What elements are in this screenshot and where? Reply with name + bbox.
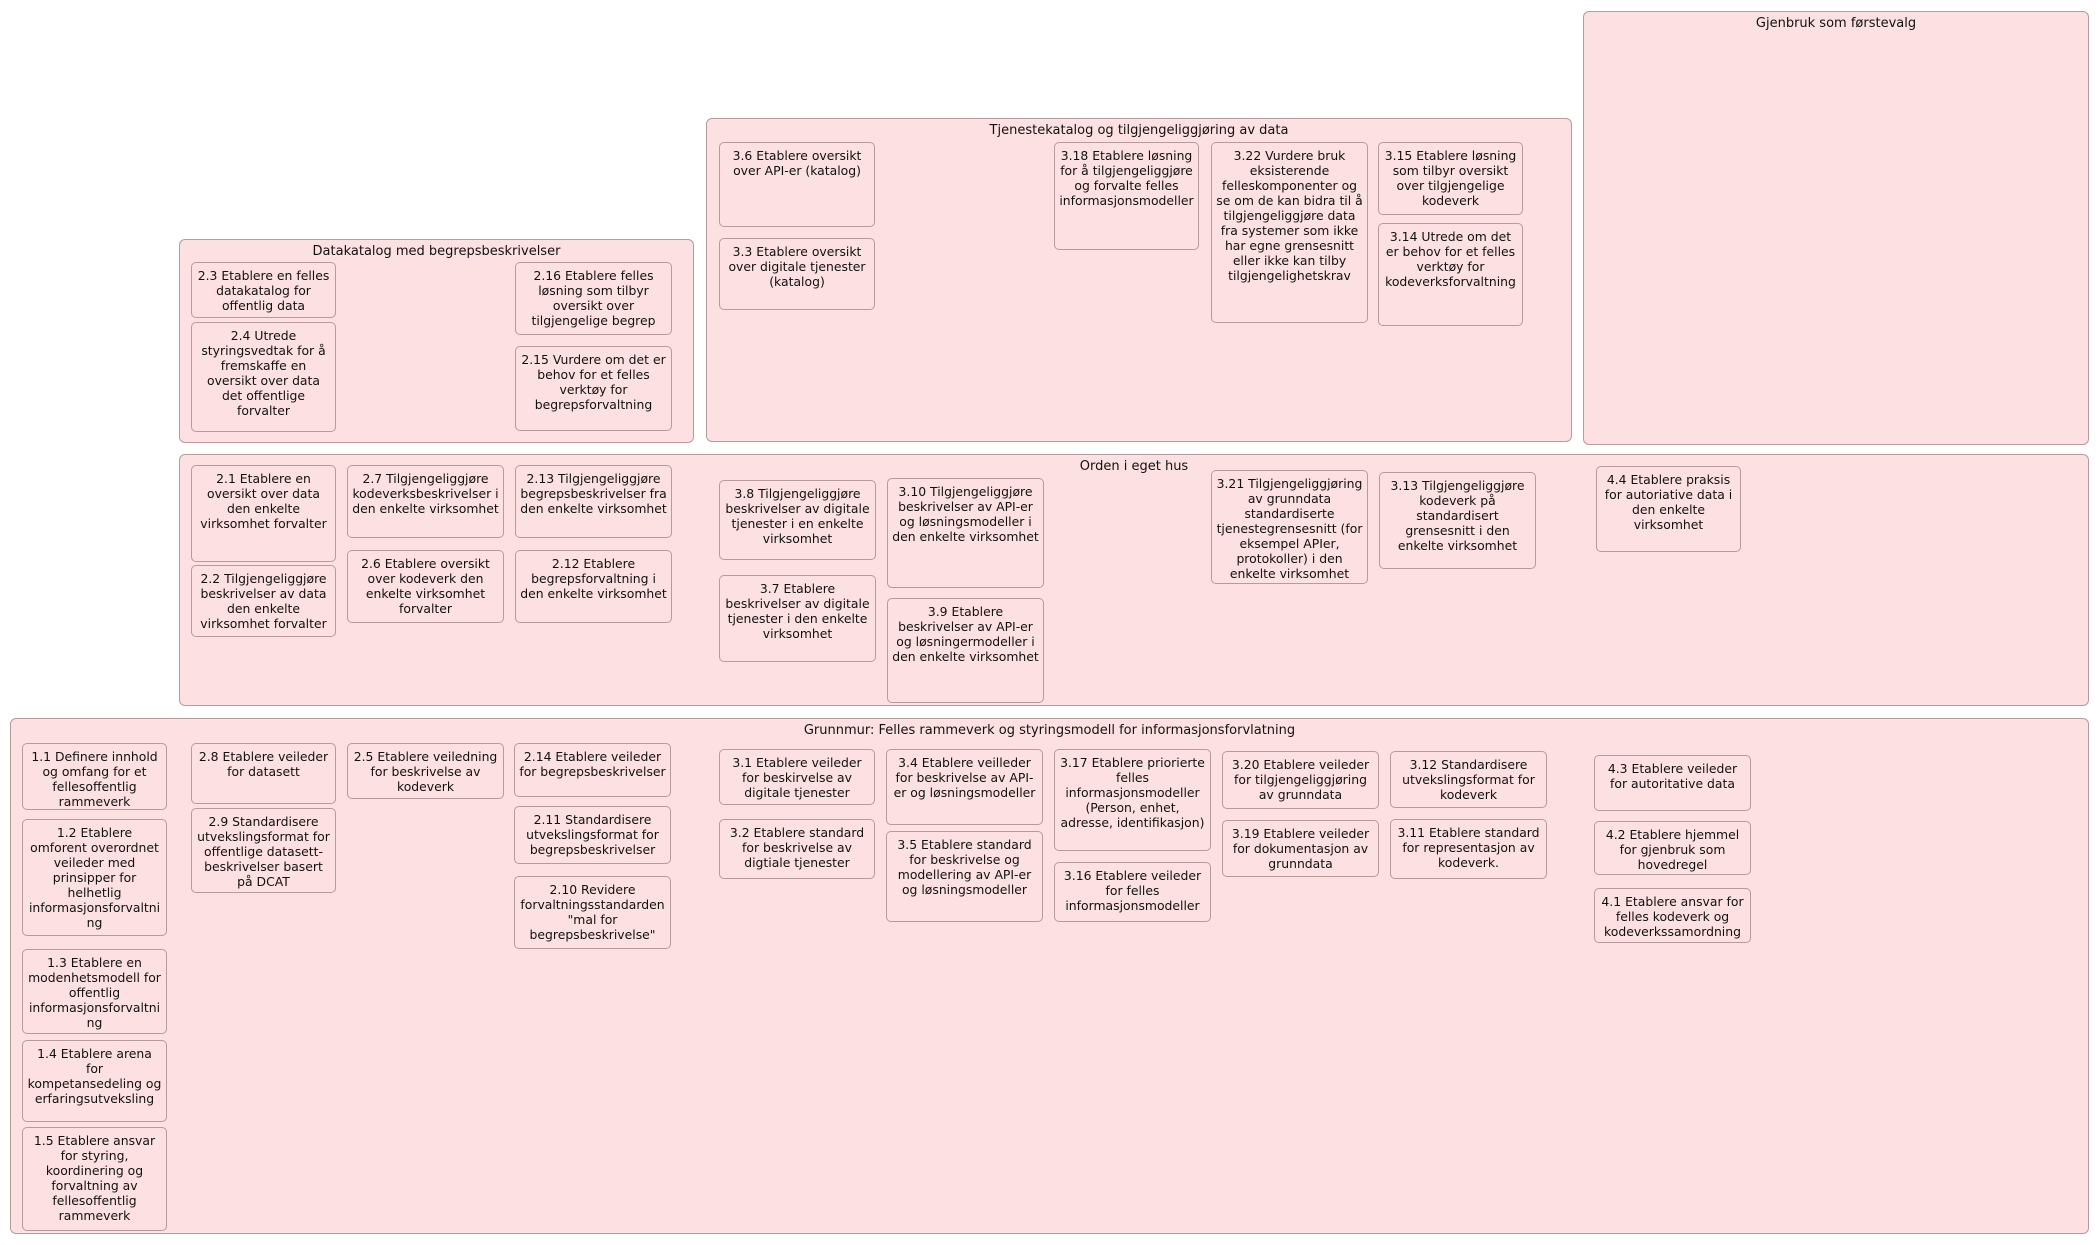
task-3-9: 3.9 Etablere beskrivelser av API-er og l…: [887, 598, 1044, 703]
task-4-3: 4.3 Etablere veileder for autoritative d…: [1594, 755, 1751, 811]
group-title: Orden i eget hus: [1079, 459, 1189, 474]
task-2-14: 2.14 Etablere veileder for begrepsbeskri…: [514, 743, 671, 797]
task-3-16: 3.16 Etablere veileder for felles inform…: [1054, 862, 1211, 922]
task-2-1: 2.1 Etablere en oversikt over data den e…: [191, 465, 336, 562]
group-gjenbruk: Gjenbruk som førstevalg: [1583, 11, 2089, 445]
task-4-1: 4.1 Etablere ansvar for felles kodeverk …: [1594, 888, 1751, 943]
task-4-4: 4.4 Etablere praksis for autoriative dat…: [1596, 466, 1741, 552]
task-3-8: 3.8 Tilgjengeliggjøre beskrivelser av di…: [719, 480, 876, 560]
task-2-8: 2.8 Etablere veileder for datasett: [191, 743, 336, 804]
task-2-10: 2.10 Revidere forvaltningsstandarden "ma…: [514, 876, 671, 949]
task-3-1: 3.1 Etablere veileder for beskirvelse av…: [719, 749, 875, 805]
task-1-2: 1.2 Etablere omforent overordnet veilede…: [22, 819, 167, 936]
task-3-17: 3.17 Etablere priorierte felles informas…: [1054, 749, 1211, 851]
task-3-7: 3.7 Etablere beskrivelser av digitale tj…: [719, 575, 876, 662]
task-3-15: 3.15 Etablere løsning som tilbyr oversik…: [1378, 142, 1523, 215]
task-3-18: 3.18 Etablere løsning for å tilgjengelig…: [1054, 142, 1199, 250]
group-title: Tjenestekatalog og tilgjengeliggjøring a…: [989, 123, 1289, 138]
task-3-10: 3.10 Tilgjengeliggjøre beskrivelser av A…: [887, 478, 1044, 588]
task-3-22: 3.22 Vurdere bruk eksisterende felleskom…: [1211, 142, 1368, 323]
task-1-3: 1.3 Etablere en modenhetsmodell for offe…: [22, 949, 167, 1034]
task-3-3: 3.3 Etablere oversikt over digitale tjen…: [719, 238, 875, 310]
task-2-6: 2.6 Etablere oversikt over kodeverk den …: [347, 550, 504, 623]
task-2-12: 2.12 Etablere begrepsforvaltning i den e…: [515, 550, 672, 623]
task-2-5: 2.5 Etablere veiledning for beskrivelse …: [347, 743, 504, 799]
task-3-11: 3.11 Etablere standard for representasjo…: [1390, 819, 1547, 879]
task-1-4: 1.4 Etablere arena for kompetansedeling …: [22, 1040, 167, 1122]
task-3-20: 3.20 Etablere veileder for tilgjengeligg…: [1222, 751, 1379, 809]
group-title: Datakatalog med begrepsbeskrivelser: [312, 244, 561, 259]
task-2-16: 2.16 Etablere felles løsning som tilbyr …: [515, 262, 672, 335]
task-2-4: 2.4 Utrede styringsvedtak for å fremskaf…: [191, 322, 336, 432]
task-2-9: 2.9 Standardisere utvekslingsformat for …: [191, 808, 336, 893]
task-3-19: 3.19 Etablere veileder for dokumentasjon…: [1222, 820, 1379, 877]
task-3-5: 3.5 Etablere standard for beskrivelse og…: [886, 831, 1043, 922]
group-title: Gjenbruk som førstevalg: [1755, 16, 1917, 31]
task-1-5: 1.5 Etablere ansvar for styring, koordin…: [22, 1127, 167, 1231]
task-2-3: 2.3 Etablere en felles datakatalog for o…: [191, 262, 336, 318]
task-3-14: 3.14 Utrede om det er behov for et felle…: [1378, 223, 1523, 326]
task-4-2: 4.2 Etablere hjemmel for gjenbruk som ho…: [1594, 821, 1751, 875]
task-2-11: 2.11 Standardisere utvekslingsformat for…: [514, 806, 671, 864]
task-3-4: 3.4 Etablere veilleder for beskrivelse a…: [886, 749, 1043, 825]
task-2-15: 2.15 Vurdere om det er behov for et fell…: [515, 346, 672, 431]
task-2-2: 2.2 Tilgjengeliggjøre beskrivelser av da…: [191, 565, 336, 637]
task-2-7: 2.7 Tilgjengeliggjøre kodeverksbeskrivel…: [347, 465, 504, 538]
group-title: Grunnmur: Felles rammeverk og styringsmo…: [803, 723, 1296, 738]
task-1-1: 1.1 Definere innhold og omfang for et fe…: [22, 743, 167, 810]
task-3-2: 3.2 Etablere standard for beskrivelse av…: [719, 819, 875, 879]
task-3-12: 3.12 Standardisere utvekslingsformat for…: [1390, 751, 1547, 808]
task-2-13: 2.13 Tilgjengeliggjøre begrepsbeskrivels…: [515, 465, 672, 538]
task-3-21: 3.21 Tilgjengeliggjøring av grunndata st…: [1211, 470, 1368, 584]
task-3-13: 3.13 Tilgjengeliggjøre kodeverk på stand…: [1379, 472, 1536, 569]
task-3-6: 3.6 Etablere oversikt over API-er (katal…: [719, 142, 875, 227]
